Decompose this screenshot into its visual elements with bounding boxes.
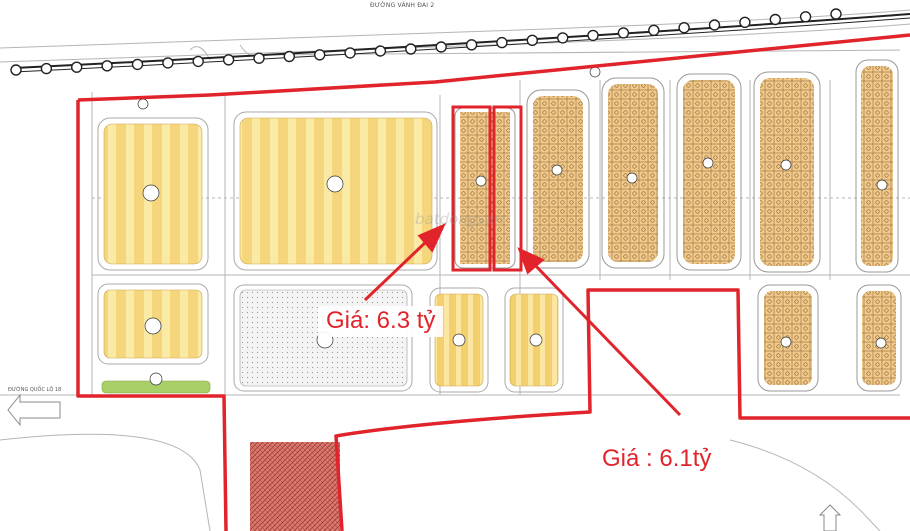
railway-station-dot [10, 64, 22, 76]
road-label-national-18: ĐƯỜNG QUỐC LỘ 18 [8, 387, 62, 393]
watermark: batdongsan [415, 210, 504, 228]
railway-station-dot [617, 27, 630, 39]
price-label-a: Giá: 6.3 tỷ [318, 306, 444, 338]
arrow-head-b [517, 247, 545, 275]
railway-station-dot [162, 57, 174, 69]
railway-station-dot [435, 41, 447, 53]
arrow-head-a [417, 223, 446, 253]
railway-station-dot [587, 29, 599, 42]
railway-station-dot [799, 11, 812, 23]
price-arrows [363, 223, 682, 417]
lot-highlight-a [451, 105, 492, 272]
railway-station-dot [830, 8, 842, 20]
road-direction-arrow [7, 393, 61, 427]
railway-station-dot [314, 49, 326, 61]
railway-station-dot [344, 47, 356, 59]
railway-station-dot [739, 16, 751, 28]
price-label-b: Giá : 6.1tỷ [594, 444, 720, 476]
railway-station-dot [678, 22, 690, 34]
railway-station-dot [648, 24, 660, 36]
railway-station-dot [374, 45, 387, 57]
road-label-ring-road-2: ĐƯỜNG VÀNH ĐAI 2 [370, 2, 435, 9]
railway-station-dot [283, 50, 295, 63]
railway-station-dot [101, 60, 113, 72]
railway-stations [10, 8, 842, 76]
arrow-line-a [363, 238, 430, 302]
railway-station-dot [192, 55, 204, 68]
railway-station-dot [222, 54, 235, 66]
railway-station-dot [253, 52, 265, 64]
railway-station-dot [131, 58, 144, 71]
railway-station-dot [557, 32, 569, 44]
railway-station-dot [526, 34, 538, 46]
railway-station-dot [70, 61, 83, 73]
highlighted-lots [451, 105, 523, 272]
railway-station-dot [465, 39, 478, 51]
road-direction-arrow-bottom [818, 504, 842, 531]
arrow-line-b [530, 260, 682, 417]
railway-station-dot [405, 43, 417, 55]
residential-lot-blocks [454, 59, 902, 392]
project-boundary [76, 33, 910, 531]
lot-highlight-b [492, 105, 523, 272]
railway-station-dot [708, 19, 721, 31]
railway-station-dot [40, 62, 53, 75]
railway-station-dot [496, 36, 508, 49]
railway-station-dot [769, 13, 781, 26]
